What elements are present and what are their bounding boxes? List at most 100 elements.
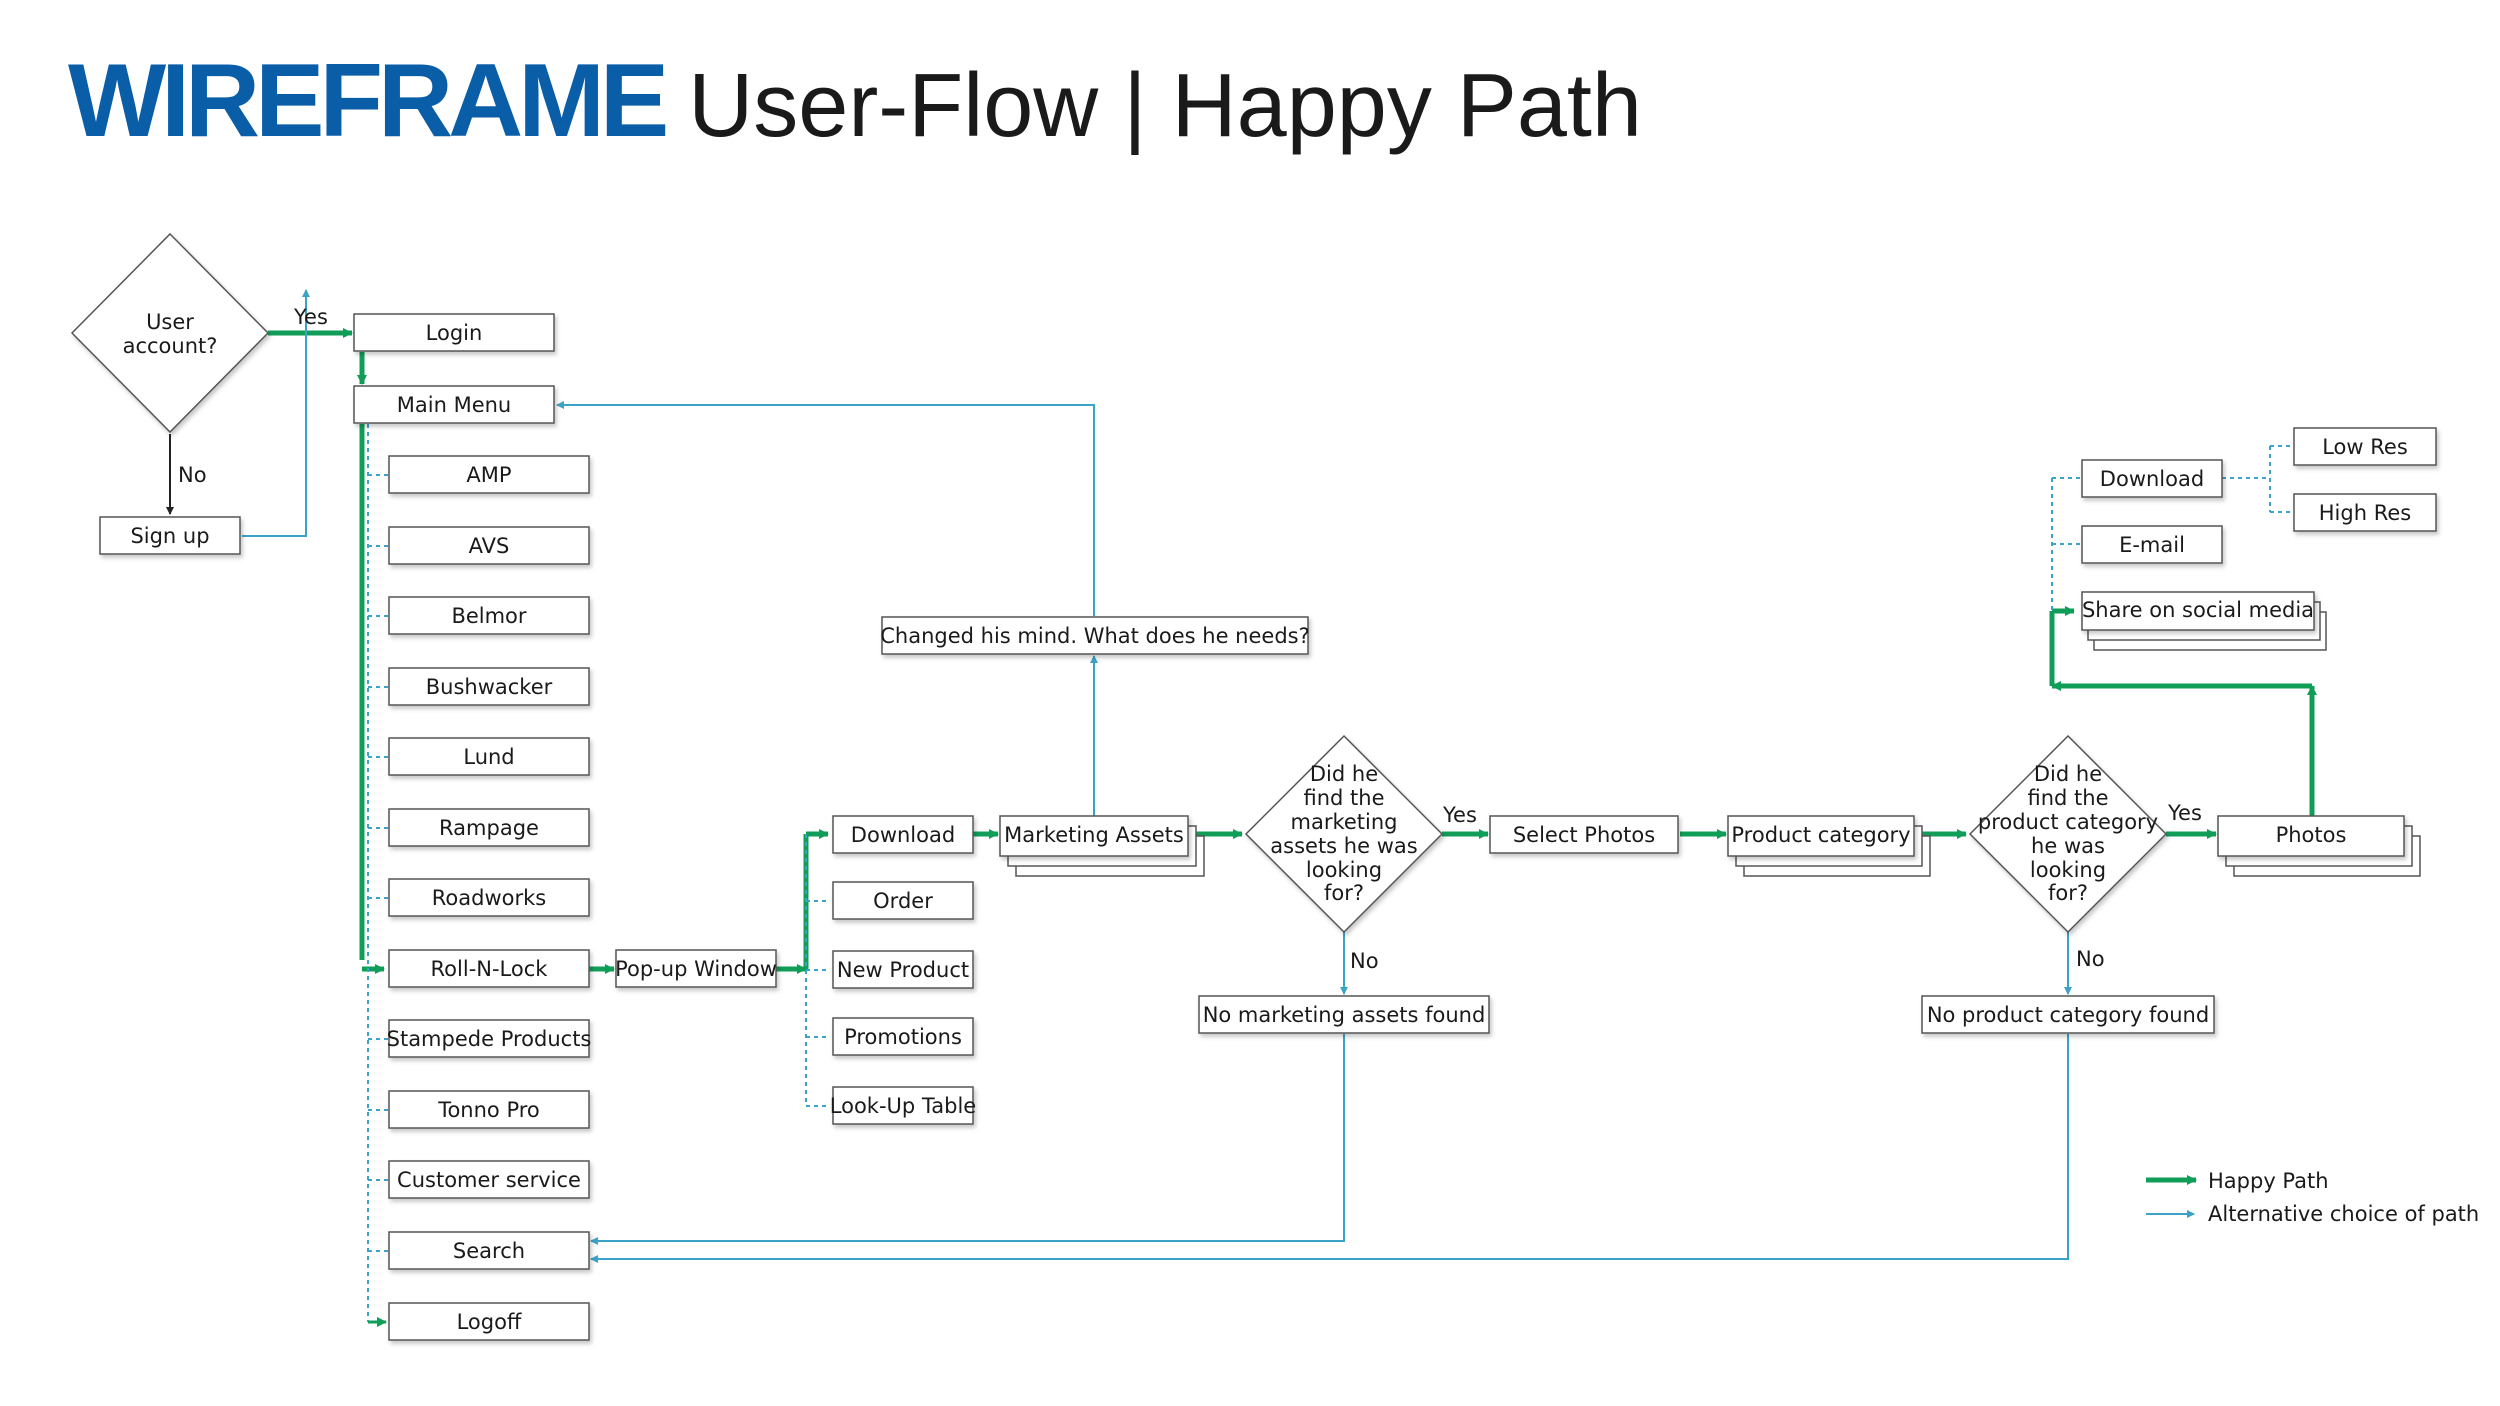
box-avs[interactable]: AVS bbox=[388, 526, 590, 565]
svg-text:Roll-N-Lock: Roll-N-Lock bbox=[431, 957, 549, 981]
svg-text:Order: Order bbox=[873, 889, 933, 913]
box-belmor[interactable]: Belmor bbox=[388, 596, 590, 635]
svg-text:Roadworks: Roadworks bbox=[432, 886, 546, 910]
box-photo-download[interactable]: Download bbox=[2081, 459, 2223, 498]
svg-text:account?: account? bbox=[123, 334, 218, 358]
svg-text:Bushwacker: Bushwacker bbox=[426, 675, 553, 699]
svg-text:Promotions: Promotions bbox=[844, 1025, 962, 1049]
box-bushwacker[interactable]: Bushwacker bbox=[388, 667, 590, 706]
box-order[interactable]: Order bbox=[832, 881, 974, 920]
svg-text:Did he: Did he bbox=[1310, 762, 1378, 786]
box-rampage[interactable]: Rampage bbox=[388, 808, 590, 847]
svg-text:Rampage: Rampage bbox=[439, 816, 539, 840]
svg-text:Changed his mind. What does he: Changed his mind. What does he needs? bbox=[880, 624, 1310, 648]
box-no-product-category[interactable]: No product category found bbox=[1921, 995, 2215, 1034]
box-popup-window[interactable]: Pop-up Window bbox=[615, 949, 777, 988]
box-roll-n-lock[interactable]: Roll-N-Lock bbox=[388, 949, 590, 988]
svg-text:Product category: Product category bbox=[1731, 823, 1910, 847]
box-changed-mind[interactable]: Changed his mind. What does he needs? bbox=[880, 616, 1310, 655]
svg-text:E-mail: E-mail bbox=[2119, 533, 2185, 557]
box-main-menu[interactable]: Main Menu bbox=[353, 385, 555, 424]
box-logoff[interactable]: Logoff bbox=[388, 1302, 590, 1341]
svg-text:Pop-up Window: Pop-up Window bbox=[615, 957, 777, 981]
box-download[interactable]: Download bbox=[832, 815, 974, 854]
svg-text:for?: for? bbox=[2048, 881, 2088, 905]
legend-alt-label: Alternative choice of path bbox=[2208, 1202, 2479, 1226]
svg-text:Main Menu: Main Menu bbox=[397, 393, 511, 417]
box-look-up-table[interactable]: Look-Up Table bbox=[830, 1086, 976, 1125]
box-tonno-pro[interactable]: Tonno Pro bbox=[388, 1090, 590, 1129]
svg-text:High Res: High Res bbox=[2319, 501, 2411, 525]
svg-text:Search: Search bbox=[453, 1239, 525, 1263]
svg-text:Did he: Did he bbox=[2034, 762, 2102, 786]
svg-text:User: User bbox=[146, 310, 194, 334]
svg-text:Marketing Assets: Marketing Assets bbox=[1004, 823, 1184, 847]
svg-text:find the: find the bbox=[1303, 786, 1384, 810]
title-subtitle: User-Flow | Happy Path bbox=[688, 56, 1642, 156]
box-new-product[interactable]: New Product bbox=[832, 950, 974, 989]
svg-text:AVS: AVS bbox=[469, 534, 510, 558]
branch-labels: Yes No Yes No Yes No bbox=[178, 305, 2202, 973]
svg-text:Select Photos: Select Photos bbox=[1513, 823, 1655, 847]
box-email[interactable]: E-mail bbox=[2081, 525, 2223, 564]
box-marketing-assets[interactable]: Marketing Assets bbox=[999, 815, 1205, 877]
box-lund[interactable]: Lund bbox=[388, 737, 590, 776]
legend: Happy Path Alternative choice of path bbox=[2146, 1169, 2479, 1226]
label-yes-category: Yes bbox=[2167, 801, 2202, 825]
box-roadworks[interactable]: Roadworks bbox=[388, 878, 590, 917]
svg-text:Lund: Lund bbox=[463, 745, 514, 769]
svg-text:Download: Download bbox=[851, 823, 955, 847]
box-promotions[interactable]: Promotions bbox=[832, 1017, 974, 1056]
svg-text:Stampede Products: Stampede Products bbox=[387, 1027, 592, 1051]
box-share-social[interactable]: Share on social media bbox=[2081, 591, 2327, 651]
svg-text:looking: looking bbox=[1306, 858, 1382, 882]
svg-text:product category: product category bbox=[1978, 810, 2158, 834]
title-brand: WIREFRAME bbox=[68, 43, 669, 159]
box-stampede-products[interactable]: Stampede Products bbox=[387, 1019, 592, 1058]
label-no-account: No bbox=[178, 463, 207, 487]
svg-text:No product category found: No product category found bbox=[1927, 1003, 2209, 1027]
svg-text:Belmor: Belmor bbox=[451, 604, 526, 628]
svg-text:Photos: Photos bbox=[2276, 823, 2347, 847]
box-login[interactable]: Login bbox=[353, 313, 555, 352]
box-product-category[interactable]: Product category bbox=[1727, 815, 1931, 877]
legend-happy-label: Happy Path bbox=[2208, 1169, 2329, 1193]
svg-text:find the: find the bbox=[2027, 786, 2108, 810]
label-yes-account: Yes bbox=[293, 305, 328, 329]
box-sign-up[interactable]: Sign up bbox=[99, 516, 241, 555]
box-amp[interactable]: AMP bbox=[388, 455, 590, 494]
svg-text:AMP: AMP bbox=[466, 463, 511, 487]
svg-text:Look-Up Table: Look-Up Table bbox=[830, 1094, 976, 1118]
svg-text:New Product: New Product bbox=[837, 958, 969, 982]
svg-text:for?: for? bbox=[1324, 881, 1364, 905]
decision-user-account: User account? bbox=[70, 232, 270, 434]
svg-text:looking: looking bbox=[2030, 858, 2106, 882]
box-select-photos[interactable]: Select Photos bbox=[1489, 815, 1679, 854]
svg-text:Share on social media: Share on social media bbox=[2082, 598, 2314, 622]
box-customer-service[interactable]: Customer service bbox=[388, 1160, 590, 1199]
box-search[interactable]: Search bbox=[388, 1231, 590, 1270]
svg-text:Low Res: Low Res bbox=[2322, 435, 2408, 459]
svg-text:Sign up: Sign up bbox=[130, 524, 209, 548]
svg-text:Customer service: Customer service bbox=[397, 1168, 581, 1192]
box-photos[interactable]: Photos bbox=[2217, 815, 2421, 877]
svg-text:marketing: marketing bbox=[1291, 810, 1398, 834]
svg-text:No marketing assets found: No marketing assets found bbox=[1203, 1003, 1486, 1027]
svg-text:Logoff: Logoff bbox=[457, 1310, 522, 1334]
label-no-category: No bbox=[2076, 947, 2105, 971]
svg-text:assets he was: assets he was bbox=[1270, 834, 1417, 858]
svg-text:Login: Login bbox=[426, 321, 483, 345]
svg-text:he was: he was bbox=[2031, 834, 2105, 858]
decision-found-category: Did he find the product category he was … bbox=[1968, 734, 2168, 934]
box-low-res[interactable]: Low Res bbox=[2293, 427, 2437, 466]
decision-found-assets: Did he find the marketing assets he was … bbox=[1244, 734, 1444, 934]
box-no-marketing-assets[interactable]: No marketing assets found bbox=[1198, 995, 1490, 1034]
svg-text:Tonno Pro: Tonno Pro bbox=[437, 1098, 540, 1122]
label-no-assets: No bbox=[1350, 949, 1379, 973]
box-high-res[interactable]: High Res bbox=[2293, 493, 2437, 532]
svg-text:Download: Download bbox=[2100, 467, 2204, 491]
connectors bbox=[166, 289, 2317, 1327]
label-yes-assets: Yes bbox=[1442, 803, 1477, 827]
